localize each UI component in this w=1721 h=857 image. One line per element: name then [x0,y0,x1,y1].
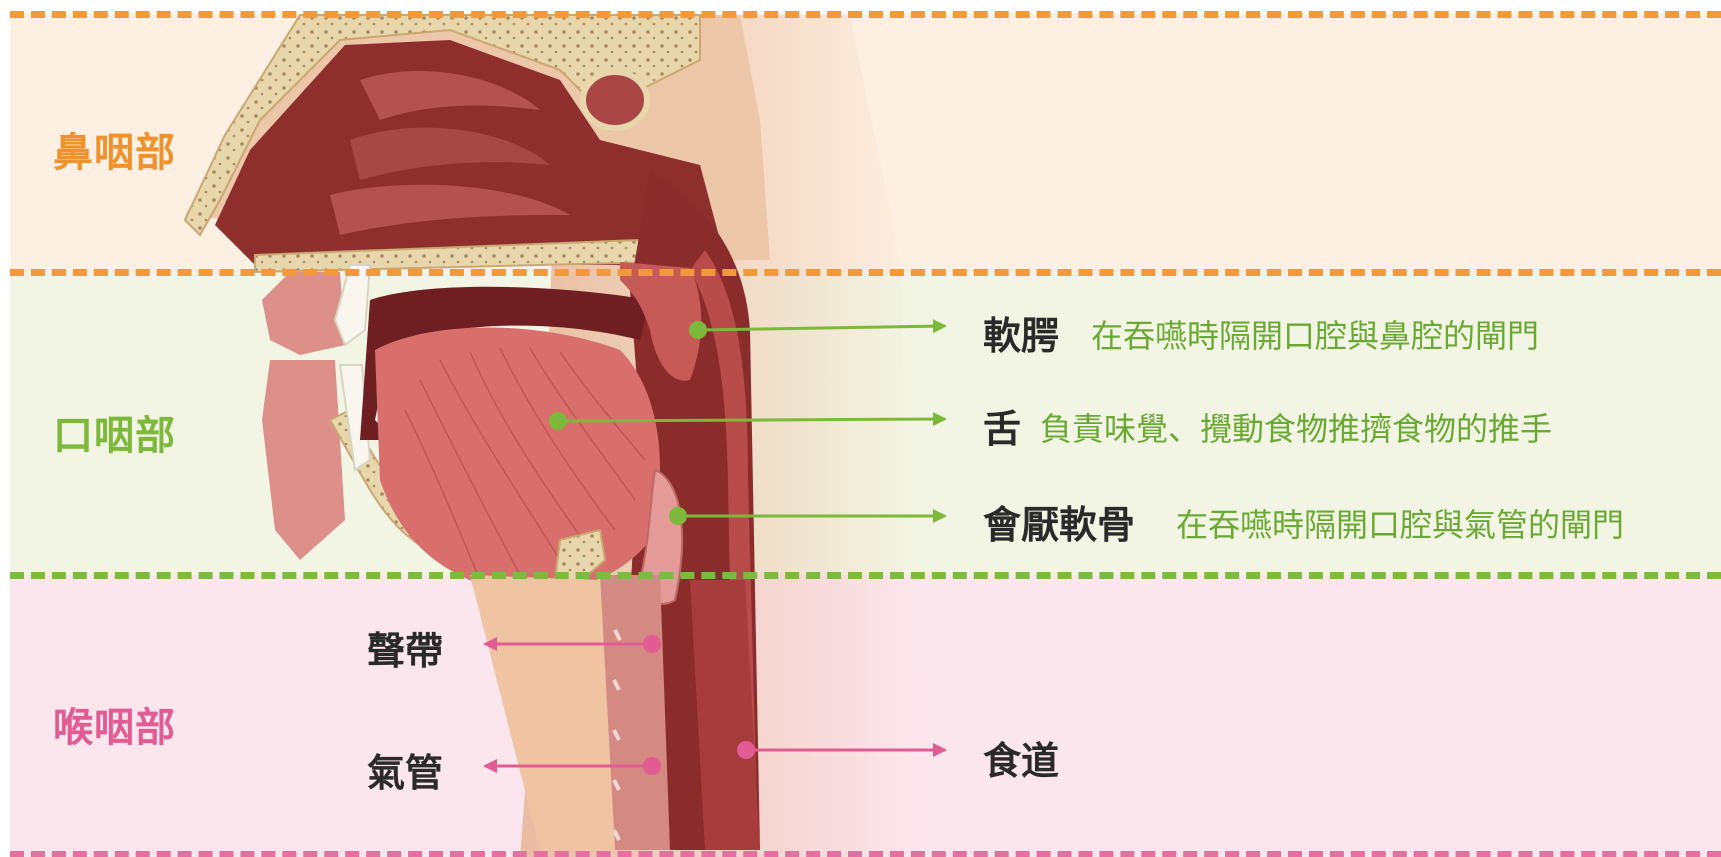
label-soft-palate-term: 軟腭 [983,305,1059,360]
label-epiglottis-term: 會厭軟骨 [983,494,1135,549]
leader-vocal-cords [485,635,661,653]
leader-epiglottis [669,507,945,525]
label-trachea: 氣管 [367,742,443,797]
label-esophagus: 食道 [983,730,1059,785]
leader-esophagus [737,741,945,759]
leader-soft-palate [689,321,945,339]
label-soft-palate-desc: 在吞嚥時隔開口腔與鼻腔的閘門 [1091,311,1539,357]
leader-trachea [485,757,661,775]
label-tongue-desc: 負責味覺、攪動食物推擠食物的推手 [1040,404,1552,450]
leader-tongue [549,412,945,430]
label-vocal-cords: 聲帶 [367,620,443,675]
label-tongue-term: 舌 [983,398,1021,453]
label-epiglottis-desc: 在吞嚥時隔開口腔與氣管的閘門 [1176,500,1624,546]
